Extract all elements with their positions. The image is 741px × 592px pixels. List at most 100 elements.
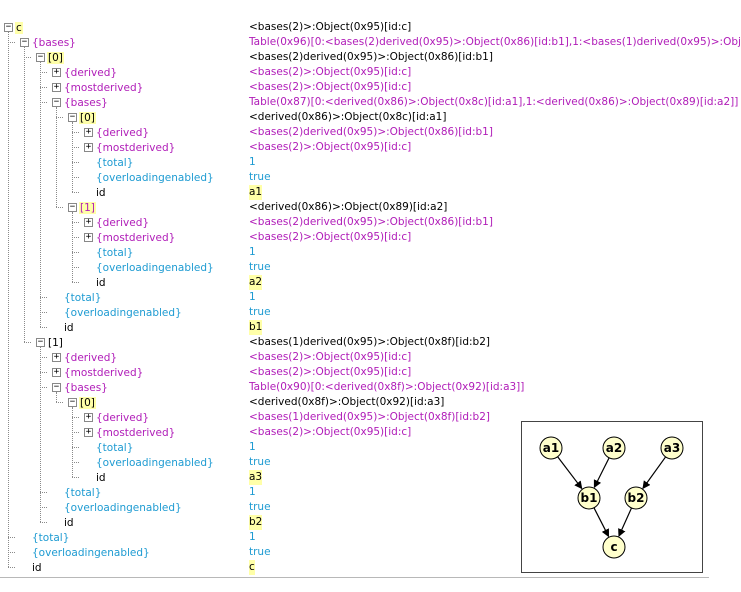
tree-node: −[0] <box>68 110 96 125</box>
tree-node: −[1] <box>68 200 96 215</box>
node-value: 1 <box>249 291 256 303</box>
tree-row[interactable]: −[0]<bases(2)derived(0x95)>:Object(0x86)… <box>0 50 709 65</box>
node-name: id <box>32 561 42 574</box>
tree-row[interactable]: +{mostderived}<bases(2)>:Object(0x95)[id… <box>0 230 709 245</box>
tree-row[interactable]: −c<bases(2)>:Object(0x95)[id:c] <box>0 20 709 35</box>
expand-icon[interactable]: + <box>84 127 93 137</box>
collapse-icon[interactable]: − <box>52 382 61 392</box>
tree-connector <box>8 42 15 43</box>
expand-icon[interactable]: + <box>84 232 93 242</box>
tree-row[interactable]: {total}1 <box>0 485 709 500</box>
tree-row[interactable]: +{mostderived}<bases(2)>:Object(0x95)[id… <box>0 80 709 95</box>
node-value: 1 <box>249 441 256 453</box>
tree-connector <box>72 267 79 268</box>
tree-row[interactable]: +{derived} <bases(2)derived(0x95)>:Object… <box>0 125 709 140</box>
tree-connector <box>56 392 57 402</box>
expand-icon[interactable]: + <box>52 82 61 92</box>
node-value: Table(0x90)[0:<derived(0x8f)>:Object(0x9… <box>249 381 525 393</box>
tree-row[interactable]: −{bases} Table(0x90)[0:<derived(0x8f)>:Ob… <box>0 380 709 395</box>
tree-row[interactable]: −[0]<derived(0x86)>:Object(0x8c)[id:a1] <box>0 110 709 125</box>
node-name: {mostderived} <box>64 81 144 94</box>
collapse-icon[interactable]: − <box>68 202 77 212</box>
tree-row[interactable]: {overloadingenabled}true <box>0 305 709 320</box>
graph-node-circle <box>602 535 626 559</box>
expand-icon[interactable]: + <box>84 412 93 422</box>
collapse-icon[interactable]: − <box>36 52 45 62</box>
graph-node-label: a1 <box>543 441 559 455</box>
tree-connector <box>40 297 47 298</box>
tree-row[interactable]: {overloadingenabled}true <box>0 500 709 515</box>
node-name: {mostderived} <box>64 366 144 379</box>
tree-node: {overloadingenabled} <box>20 545 151 560</box>
tree-row[interactable]: −[1] <derived(0x86)>:Object(0x89)[id:a2] <box>0 200 709 215</box>
collapse-icon[interactable]: − <box>20 37 29 47</box>
node-value: <bases(2)>:Object(0x95)[id:c] <box>249 66 412 78</box>
tree-row[interactable]: {total}1 <box>0 530 709 545</box>
tree-node: −{bases} <box>52 380 109 395</box>
node-value: true <box>249 501 271 513</box>
tree-row[interactable]: {total}1 <box>0 245 709 260</box>
tree-row[interactable]: +{mostderived}<bases(2)>:Object(0x95)[id… <box>0 365 709 380</box>
tree-connector <box>72 122 73 192</box>
tree-row[interactable]: {overloadingenabled}true <box>0 170 709 185</box>
expand-icon[interactable]: + <box>84 217 93 227</box>
tree-row[interactable]: +{derived}<bases(2)>:Object(0x95)[id:c] <box>0 350 709 365</box>
tree-row[interactable]: −{bases}Table(0x87)[0:<derived(0x86)>:Ob… <box>0 95 738 110</box>
node-name: {derived} <box>96 126 150 139</box>
tree-connector <box>72 212 73 282</box>
tree-row[interactable]: {overloadingenabled}true <box>0 260 709 275</box>
node-value: <derived(0x86)>:Object(0x89)[id:a2] <box>249 201 448 213</box>
tree-row[interactable]: {overloadingenabled} true <box>0 545 709 560</box>
expand-icon[interactable]: + <box>52 67 61 77</box>
collapse-icon[interactable]: − <box>4 22 13 32</box>
node-name: [0] <box>47 51 64 64</box>
graph-edge-b1-c <box>593 507 610 538</box>
tree-connector <box>40 357 47 358</box>
tree-node: {total} <box>52 290 102 305</box>
node-value: a2 <box>249 275 263 290</box>
tree-row[interactable]: id c <box>0 560 709 575</box>
tree-connector <box>24 57 31 58</box>
tree-row[interactable]: −{bases}Table(0x96)[0:<bases(2)derived(0… <box>0 35 741 50</box>
node-name: {bases} <box>64 96 108 109</box>
tree-connector <box>40 62 41 327</box>
node-value: true <box>249 261 271 273</box>
tree-row[interactable]: −[0]<derived(0x8f)>:Object(0x92)[id:a3] <box>0 395 709 410</box>
tree-connector <box>40 327 47 328</box>
node-value: b1 <box>249 320 263 335</box>
collapse-icon[interactable]: − <box>36 337 45 347</box>
expand-icon[interactable]: + <box>52 367 61 377</box>
tree-node: +{derived} <box>52 350 118 365</box>
tree-connector <box>56 402 63 403</box>
tree-row[interactable]: {overloadingenabled}true <box>0 455 709 470</box>
tree-row[interactable]: +{derived}<bases(1)derived(0x95)>:Object… <box>0 410 709 425</box>
tree-row[interactable]: −[1]<bases(1)derived(0x95)>:Object(0x8f)… <box>0 335 709 350</box>
expand-icon[interactable]: + <box>84 427 93 437</box>
tree-row[interactable]: {total} 1 <box>0 290 709 305</box>
tree-node: +{derived} <box>52 65 118 80</box>
tree-connector <box>72 192 79 193</box>
node-value: <bases(2)derived(0x95)>:Object(0x86)[id:… <box>249 126 493 138</box>
tree-row[interactable]: {total}1 <box>0 155 709 170</box>
tree-row[interactable]: +{mostderived}<bases(2)>:Object(0x95)[id… <box>0 425 709 440</box>
tree-row[interactable]: +{derived}<bases(2)derived(0x95)>:Object… <box>0 215 709 230</box>
tree-row[interactable]: +{mostderived}<bases(2)>:Object(0x95)[id… <box>0 140 709 155</box>
collapse-icon[interactable]: − <box>68 397 77 407</box>
collapse-icon[interactable]: − <box>52 97 61 107</box>
tree-row[interactable]: +{derived} <bases(2)>:Object(0x95)[id:c] <box>0 65 709 80</box>
collapse-icon[interactable]: − <box>68 112 77 122</box>
node-value: <bases(2)>:Object(0x95)[id:c] <box>249 231 412 243</box>
node-value: c <box>249 560 255 575</box>
expand-icon[interactable]: + <box>52 352 61 362</box>
node-value: true <box>249 546 271 558</box>
expand-icon[interactable]: + <box>84 142 93 152</box>
tree-node: {total} <box>84 245 134 260</box>
tree-row[interactable]: {total}1 <box>0 440 709 455</box>
node-name: {overloadingenabled} <box>32 546 150 559</box>
